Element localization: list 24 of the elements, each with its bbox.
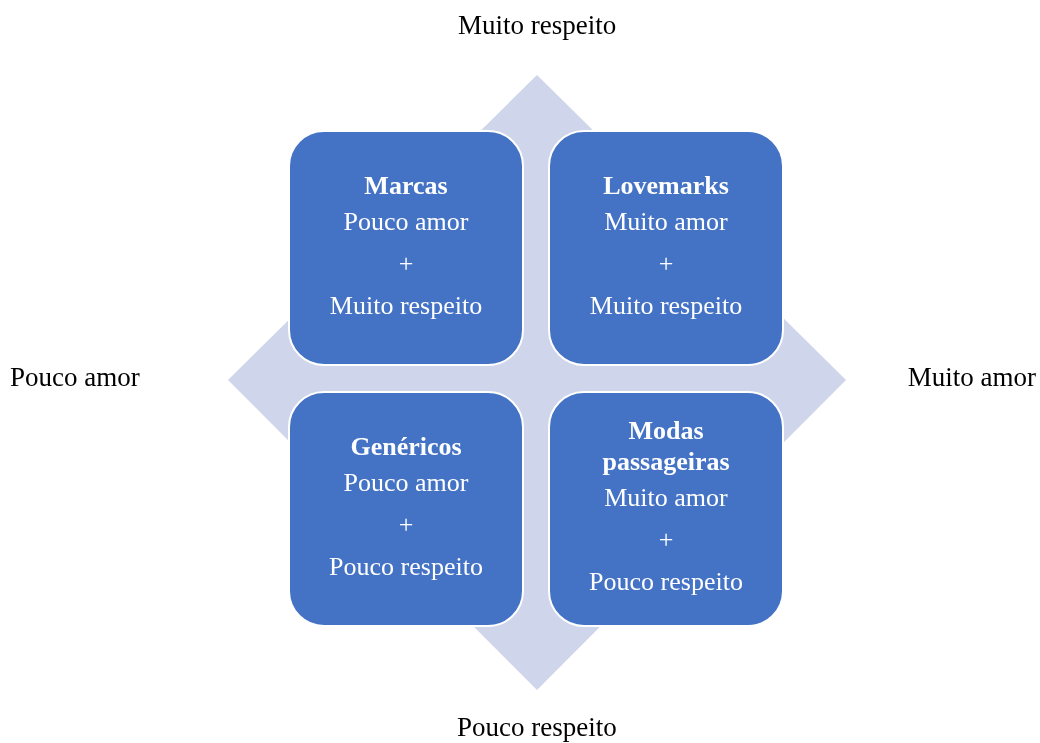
quadrant-text: Pouco respeito: [329, 550, 483, 583]
quadrant-text: Pouco amor: [343, 466, 469, 499]
quadrant-text: +: [398, 247, 414, 280]
quadrant-text: Pouco amor: [343, 205, 469, 238]
quadrant-box: [548, 130, 784, 366]
quadrant-box: [288, 391, 524, 627]
quadrant-text: +: [658, 247, 674, 280]
axis-label: Muito amor: [907, 362, 1036, 393]
quadrant-box: [548, 391, 784, 627]
quadrant-title: Lovemarks: [602, 169, 730, 201]
quadrant-text: +: [658, 524, 674, 556]
quadrant-title: Marcas: [363, 169, 449, 201]
quadrant-text: Muito respeito: [329, 289, 483, 322]
quadrant-box: [288, 130, 524, 366]
quadrant-text: Muito amor: [604, 205, 728, 238]
quadrant-title: Modas passageiras: [601, 415, 731, 477]
quadrant-text: Muito respeito: [589, 289, 743, 322]
axis-label: Pouco respeito: [457, 712, 617, 743]
quadrant-text: Pouco respeito: [589, 566, 743, 598]
axis-label: Pouco amor: [10, 362, 140, 393]
quadrant-text: Muito amor: [604, 482, 728, 514]
axis-label: Muito respeito: [458, 10, 617, 41]
quadrant-title: Genéricos: [349, 430, 463, 462]
quadrant-text: +: [398, 508, 414, 541]
